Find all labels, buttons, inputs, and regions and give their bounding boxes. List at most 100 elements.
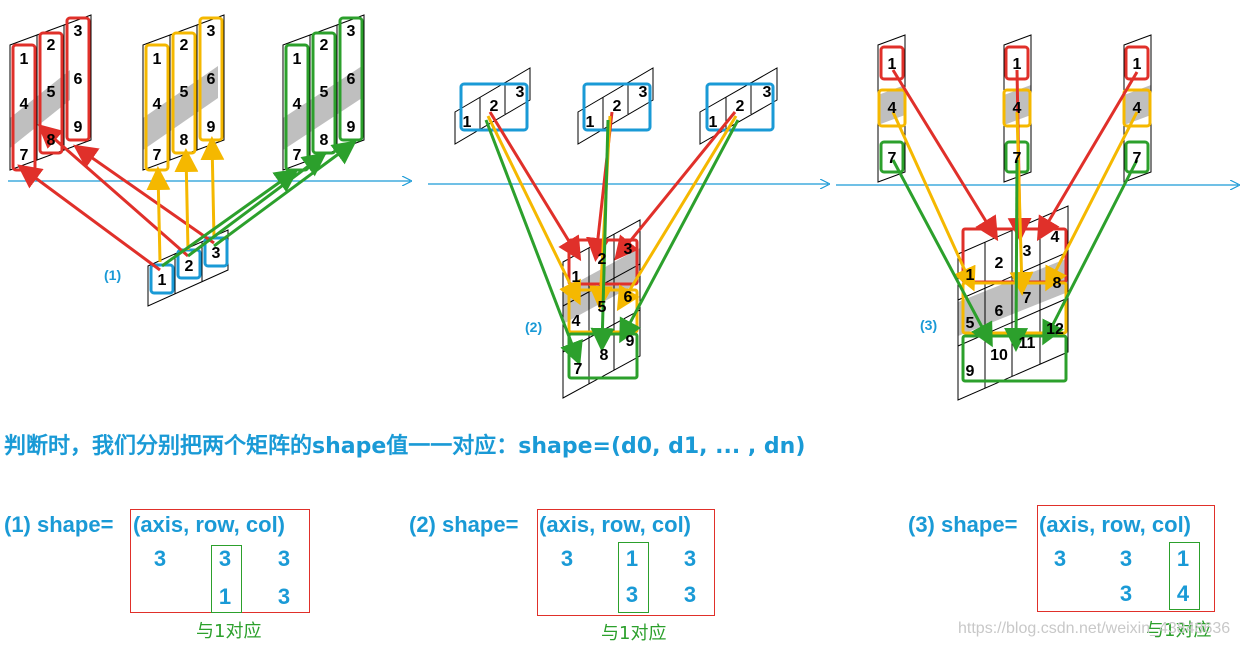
shape-value: 3	[277, 584, 291, 609]
cell-value: 3	[516, 84, 525, 101]
cell-value: 2	[320, 37, 329, 54]
cell-value: 7	[1013, 150, 1022, 167]
cell-value: 12	[1046, 321, 1064, 338]
cell-value: 3	[207, 23, 216, 40]
cell-value: 2	[613, 98, 622, 115]
cell-value: 5	[598, 299, 607, 316]
cell-value: 11	[1019, 335, 1036, 352]
cell-value: 5	[180, 84, 189, 101]
cell-value: 4	[293, 96, 302, 113]
shape-value: 3	[1119, 546, 1133, 571]
cell-value: 8	[180, 132, 189, 149]
cell-value: 1	[153, 51, 162, 68]
shape-header-3: (axis, row, col)	[1039, 512, 1192, 537]
watermark: https://blog.csdn.net/weixin_43848636	[958, 620, 1231, 637]
shape-value: 4	[1176, 581, 1190, 606]
cell-value: 4	[1133, 100, 1142, 117]
cell-value: 1	[1013, 56, 1022, 73]
cell-value: 2	[490, 98, 499, 115]
cell-value: 2	[180, 37, 189, 54]
explanation-title: 判断时，我们分别把两个矩阵的shape值一一对应：shape=(d0, d1, …	[4, 434, 806, 459]
shape-value: 3	[277, 546, 291, 571]
cell-value: 7	[574, 361, 583, 378]
cell-value: 3	[74, 23, 83, 40]
cell-value: 3	[624, 241, 633, 258]
cell-value: 3	[212, 245, 221, 262]
cell-value: 9	[74, 119, 83, 136]
cell-value: 6	[995, 303, 1004, 320]
cell-value: 9	[966, 363, 975, 380]
shape-value: 1	[625, 546, 639, 571]
cell-value: 8	[320, 132, 329, 149]
match-note-1: 与1对应	[196, 621, 262, 642]
cell-value: 3	[763, 84, 772, 101]
cell-value: 7	[1023, 290, 1032, 307]
broadcast-diagram: 1 4 7 2 5 8 3 6 9 1 4 7 2 5 8 3 6 9 1 4 …	[8, 14, 1241, 401]
match-highlight-1	[211, 545, 242, 613]
cell-value: 8	[47, 132, 56, 149]
match-note-3: 与1对应	[1146, 620, 1212, 641]
cell-value: 5	[47, 84, 56, 101]
cell-value: 1	[888, 56, 897, 73]
cell-value: 1	[293, 51, 302, 68]
cell-value: 6	[74, 71, 83, 88]
cell-value: 4	[153, 96, 162, 113]
shape-value: 3	[1053, 546, 1067, 571]
cell-value: 2	[995, 255, 1004, 272]
cell-value: 8	[1053, 275, 1062, 292]
cell-value: 2	[598, 251, 607, 268]
match-note-2: 与1对应	[601, 623, 667, 644]
shape-prefix-3: (3) shape=	[908, 512, 1018, 537]
panel-1-bottom-row	[147, 229, 229, 307]
panel-label-2: (2)	[525, 319, 542, 335]
cell-value: 4	[1013, 100, 1022, 117]
shape-header-1: (axis, row, col)	[133, 512, 286, 537]
shape-prefix-1: (1) shape=	[4, 512, 114, 537]
cell-value: 6	[347, 71, 356, 88]
cell-value: 2	[185, 258, 194, 275]
cell-value: 5	[320, 84, 329, 101]
cell-value: 6	[207, 71, 216, 88]
cell-value: 7	[20, 147, 29, 164]
shape-value: 3	[153, 546, 167, 571]
match-highlight-3	[1169, 542, 1200, 610]
cell-value: 7	[153, 147, 162, 164]
shape-header-2: (axis, row, col)	[539, 512, 692, 537]
cell-value: 5	[966, 315, 975, 332]
cell-value: 7	[888, 150, 897, 167]
shape-value: 3	[625, 582, 639, 607]
shape-value: 3	[683, 582, 697, 607]
shape-value: 3	[1119, 581, 1133, 606]
cell-value: 1	[20, 51, 29, 68]
cell-value: 1	[572, 269, 581, 286]
shape-value: 3	[218, 546, 232, 571]
cell-value: 3	[1023, 243, 1032, 260]
shape-prefix-2: (2) shape=	[409, 512, 519, 537]
shape-box-2	[537, 509, 715, 616]
shape-value: 1	[1176, 546, 1190, 571]
cell-value: 1	[966, 267, 975, 284]
shape-value: 3	[683, 546, 697, 571]
cell-value: 9	[207, 119, 216, 136]
cell-value: 1	[463, 114, 472, 131]
cell-value: 1	[586, 114, 595, 131]
cell-value: 1	[158, 272, 167, 289]
cell-value: 2	[47, 37, 56, 54]
cell-value: 8	[600, 347, 609, 364]
cell-value: 4	[572, 313, 581, 330]
panel-label-1: (1)	[104, 267, 121, 283]
cell-value: 6	[624, 289, 633, 306]
cell-value: 10	[990, 347, 1008, 364]
cell-value: 1	[709, 114, 718, 131]
panel-label-3: (3)	[920, 317, 937, 333]
match-highlight-2	[618, 542, 649, 613]
shape-value: 3	[560, 546, 574, 571]
cell-value: 7	[1133, 150, 1142, 167]
cell-value: 4	[1051, 229, 1060, 246]
cell-value: 1	[1133, 56, 1142, 73]
shape-box-3	[1037, 505, 1215, 612]
cell-value: 9	[626, 333, 635, 350]
cell-value: 3	[347, 23, 356, 40]
cell-value: 3	[639, 84, 648, 101]
cell-value: 7	[293, 147, 302, 164]
